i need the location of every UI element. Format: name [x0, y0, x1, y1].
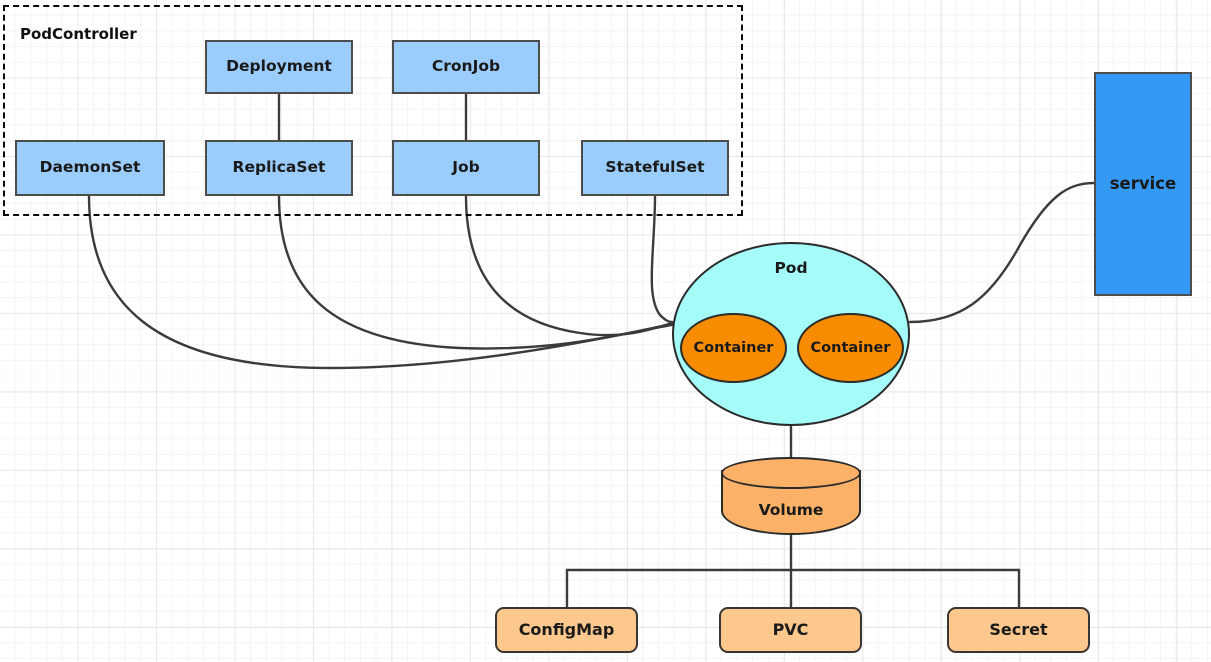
node-statefulset[interactable]: StatefulSet — [581, 140, 729, 196]
node-replicaset[interactable]: ReplicaSet — [205, 140, 353, 196]
node-replicaset-label: ReplicaSet — [232, 158, 326, 177]
node-secret-label: Secret — [989, 620, 1048, 640]
node-container-right-label: Container — [810, 340, 891, 356]
node-deployment[interactable]: Deployment — [205, 40, 353, 94]
podcontroller-group — [3, 5, 743, 216]
edge-daemonset-pod — [87, 194, 674, 370]
node-secret[interactable]: Secret — [947, 607, 1090, 653]
node-cronjob[interactable]: CronJob — [392, 40, 540, 94]
node-cronjob-label: CronJob — [431, 57, 501, 76]
node-container-left-label: Container — [693, 340, 774, 356]
edge-job-pod — [464, 194, 674, 337]
volume-cylinder-top — [721, 457, 861, 489]
node-deployment-label: Deployment — [226, 57, 332, 76]
node-job-label: Job — [452, 158, 480, 177]
node-statefulset-label: StatefulSet — [605, 158, 705, 177]
node-volume-label: Volume — [758, 501, 824, 519]
node-container-left[interactable]: Container — [680, 313, 787, 383]
node-configmap-label: ConfigMap — [518, 620, 615, 640]
edge-pod-service — [908, 181, 1096, 324]
node-daemonset-label: DaemonSet — [39, 158, 141, 177]
node-service[interactable]: service — [1094, 72, 1192, 296]
node-service-label: service — [1109, 173, 1177, 193]
node-container-right[interactable]: Container — [797, 313, 904, 383]
node-job[interactable]: Job — [392, 140, 540, 196]
node-pod-label: Pod — [774, 259, 808, 277]
node-configmap[interactable]: ConfigMap — [495, 607, 638, 653]
podcontroller-group-label: PodController — [20, 25, 137, 43]
node-pvc-label: PVC — [772, 620, 809, 640]
edge-replicaset-pod — [277, 194, 674, 350]
node-pvc[interactable]: PVC — [719, 607, 862, 653]
node-daemonset[interactable]: DaemonSet — [15, 140, 165, 196]
node-volume[interactable]: Volume — [721, 457, 861, 535]
